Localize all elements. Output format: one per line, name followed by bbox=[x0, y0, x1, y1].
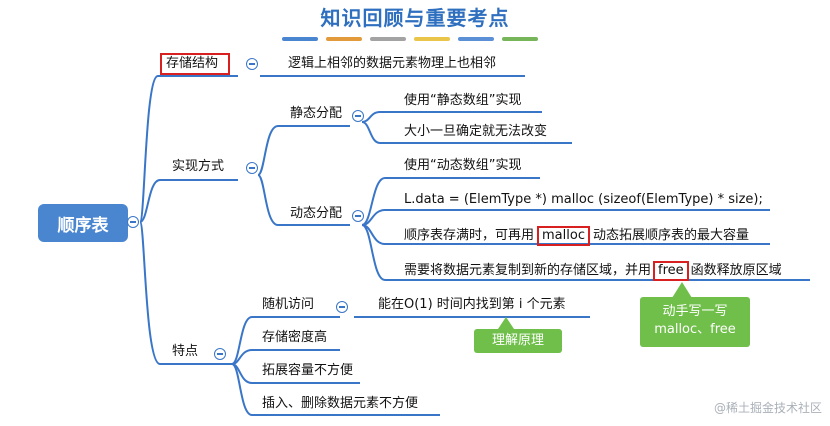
accent-bar-5 bbox=[458, 37, 494, 41]
node-feature-density[interactable]: 存储密度高 bbox=[262, 330, 328, 345]
node-dynamic-item-2[interactable]: L.data = (ElemType *) malloc (sizeof(Ele… bbox=[404, 192, 763, 207]
node-random-access[interactable]: 随机访问 bbox=[262, 297, 315, 312]
node-feature-insert-delete[interactable]: 插入、删除数据元素不方便 bbox=[262, 396, 419, 411]
root-node-sequential-list[interactable]: 顺序表 bbox=[38, 204, 128, 242]
dynamic-item-4-text-b: 函数释放原区域 bbox=[690, 263, 782, 278]
watermark: @稀土掘金技术社区 bbox=[713, 401, 822, 415]
accent-bar-3 bbox=[370, 37, 406, 41]
dynamic-item-3-text-a: 顺序表存满时，可再用 bbox=[404, 228, 535, 243]
callout-handwrite-line2: malloc、free bbox=[654, 322, 736, 337]
callout-handwrite: 动手写一写 malloc、free bbox=[640, 297, 750, 347]
collapse-icon[interactable] bbox=[336, 301, 348, 313]
node-static-item-2[interactable]: 大小一旦确定就无法改变 bbox=[404, 124, 548, 139]
node-dynamic-allocation[interactable]: 动态分配 bbox=[290, 206, 343, 221]
page-title: 知识回顾与重要考点 bbox=[320, 6, 510, 30]
accent-bar-4 bbox=[414, 37, 450, 41]
collapse-icon[interactable] bbox=[246, 162, 258, 174]
collapse-icon[interactable] bbox=[352, 110, 364, 122]
collapse-icon[interactable] bbox=[214, 348, 226, 360]
node-features[interactable]: 特点 bbox=[172, 344, 199, 359]
node-implementation[interactable]: 实现方式 bbox=[172, 159, 225, 174]
highlight-malloc: malloc bbox=[537, 226, 590, 246]
node-storage-structure[interactable]: 存储结构 bbox=[166, 56, 219, 71]
dynamic-item-3-text-b: 动态拓展顺序表的最大容量 bbox=[592, 228, 749, 243]
accent-bar-1 bbox=[282, 37, 318, 41]
callout-understand-text: 理解原理 bbox=[491, 333, 544, 348]
accent-bar-2 bbox=[326, 37, 362, 41]
highlight-box-storage bbox=[160, 53, 230, 75]
highlight-free: free bbox=[653, 261, 689, 281]
collapse-icon[interactable] bbox=[246, 58, 258, 70]
node-storage-detail[interactable]: 逻辑上相邻的数据元素物理上也相邻 bbox=[288, 56, 497, 71]
node-random-access-detail[interactable]: 能在O(1) 时间内找到第 i 个元素 bbox=[378, 297, 566, 312]
accent-bar-6 bbox=[502, 37, 538, 41]
node-dynamic-item-1[interactable]: 使用“动态数组”实现 bbox=[404, 158, 522, 173]
collapse-icon[interactable] bbox=[352, 210, 364, 222]
root-node-label: 顺序表 bbox=[57, 215, 109, 236]
callout-understand: 理解原理 bbox=[474, 329, 562, 353]
callout-handwrite-line1: 动手写一写 bbox=[662, 304, 728, 319]
dynamic-item-4-text-a: 需要将数据元素复制到新的存储区域，并用 bbox=[404, 263, 652, 278]
node-static-allocation[interactable]: 静态分配 bbox=[290, 106, 343, 121]
collapse-icon[interactable] bbox=[127, 216, 139, 228]
node-static-item-1[interactable]: 使用“静态数组”实现 bbox=[404, 93, 522, 108]
node-feature-expand[interactable]: 拓展容量不方便 bbox=[262, 363, 354, 378]
